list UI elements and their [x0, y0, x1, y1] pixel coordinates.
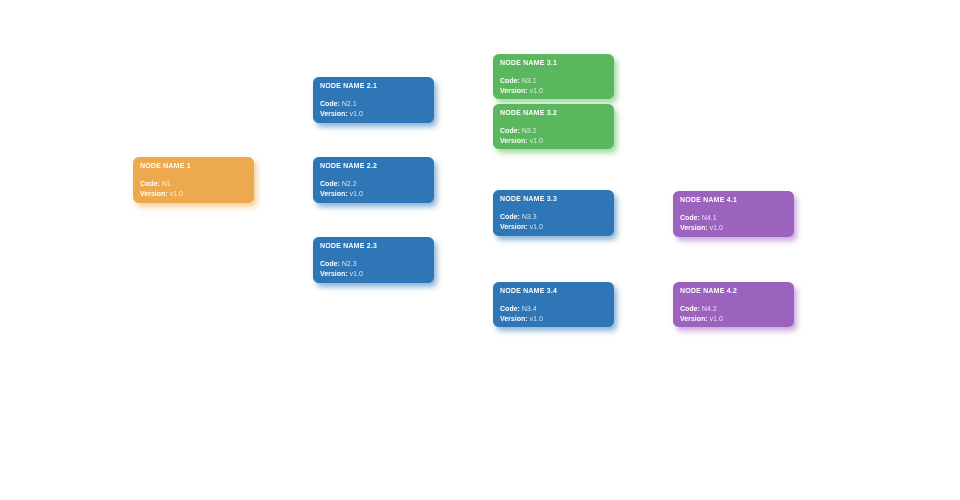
diagram-node-3-2[interactable]: NODE NAME 3.2 Code:N3.2 Version:v1.0 — [493, 104, 614, 149]
node-version-label: Version: — [320, 190, 348, 198]
node-version-line: Version:v1.0 — [680, 224, 787, 234]
node-version-value: v1.0 — [529, 315, 543, 323]
node-version-value: v1.0 — [529, 223, 543, 231]
node-code-value: N2.3 — [341, 261, 357, 268]
node-title: NODE NAME 3.1 — [500, 60, 558, 67]
node-title: NODE NAME 1 — [140, 163, 191, 170]
node-code-line: Code:N4.2 — [680, 305, 787, 315]
node-title: NODE NAME 2.3 — [320, 243, 378, 250]
node-version-label: Version: — [500, 315, 528, 323]
node-code-value: N3.4 — [521, 306, 537, 313]
diagram-node-2-1[interactable]: NODE NAME 2.1 Code:N2.1 Version:v1.0 — [313, 77, 434, 123]
node-code-label: Code: — [680, 306, 700, 313]
node-code-label: Code: — [500, 306, 520, 313]
diagram-node-4-2[interactable]: NODE NAME 4.2 Code:N4.2 Version:v1.0 — [673, 282, 794, 327]
node-code-label: Code: — [320, 101, 340, 108]
node-code-value: N2.2 — [341, 181, 357, 188]
node-version-line: Version:v1.0 — [320, 190, 427, 200]
node-version-line: Version:v1.0 — [500, 137, 607, 147]
node-title: NODE NAME 3.2 — [500, 110, 558, 117]
diagram-node-3-3[interactable]: NODE NAME 3.3 Code:N3.3 Version:v1.0 — [493, 190, 614, 236]
node-version-value: v1.0 — [349, 110, 363, 118]
node-code-line: Code:N1 — [140, 180, 247, 190]
node-version-line: Version:v1.0 — [680, 315, 787, 325]
node-code-value: N3.3 — [521, 214, 537, 221]
node-code-line: Code:N2.3 — [320, 260, 427, 270]
node-code-line: Code:N2.1 — [320, 100, 427, 110]
diagram-node-2-2[interactable]: NODE NAME 2.2 Code:N2.2 Version:v1.0 — [313, 157, 434, 203]
node-code-line: Code:N3.4 — [500, 305, 607, 315]
diagram-node-1[interactable]: NODE NAME 1 Code:N1 Version:v1.0 — [133, 157, 254, 203]
node-code-value: N1 — [161, 181, 171, 188]
node-code-value: N2.1 — [341, 101, 357, 108]
node-version-value: v1.0 — [169, 190, 183, 198]
node-code-label: Code: — [140, 181, 160, 188]
node-title: NODE NAME 2.1 — [320, 83, 378, 90]
node-version-label: Version: — [500, 137, 528, 145]
node-version-line: Version:v1.0 — [320, 270, 427, 280]
node-version-line: Version:v1.0 — [500, 315, 607, 325]
node-version-label: Version: — [320, 110, 348, 118]
node-code-label: Code: — [500, 128, 520, 135]
node-version-value: v1.0 — [349, 270, 363, 278]
node-code-label: Code: — [680, 215, 700, 222]
node-code-value: N4.1 — [701, 215, 717, 222]
node-code-line: Code:N4.1 — [680, 214, 787, 224]
node-version-value: v1.0 — [709, 224, 723, 232]
node-version-line: Version:v1.0 — [500, 223, 607, 233]
node-version-line: Version:v1.0 — [320, 110, 427, 120]
node-code-label: Code: — [500, 214, 520, 221]
node-title: NODE NAME 2.2 — [320, 163, 378, 170]
node-code-label: Code: — [320, 261, 340, 268]
node-version-value: v1.0 — [529, 137, 543, 145]
node-code-line: Code:N3.2 — [500, 127, 607, 137]
diagram-node-2-3[interactable]: NODE NAME 2.3 Code:N2.3 Version:v1.0 — [313, 237, 434, 283]
node-version-label: Version: — [500, 223, 528, 231]
node-version-label: Version: — [500, 87, 528, 95]
node-version-value: v1.0 — [529, 87, 543, 95]
node-version-label: Version: — [320, 270, 348, 278]
node-version-line: Version:v1.0 — [500, 87, 607, 97]
diagram-node-3-1[interactable]: NODE NAME 3.1 Code:N3.1 Version:v1.0 — [493, 54, 614, 99]
diagram-node-4-1[interactable]: NODE NAME 4.1 Code:N4.1 Version:v1.0 — [673, 191, 794, 237]
node-version-value: v1.0 — [349, 190, 363, 198]
node-code-label: Code: — [500, 78, 520, 85]
node-code-value: N4.2 — [701, 306, 717, 313]
node-code-line: Code:N3.3 — [500, 213, 607, 223]
node-code-value: N3.2 — [521, 128, 537, 135]
node-title: NODE NAME 4.1 — [680, 197, 738, 204]
node-version-label: Version: — [680, 315, 708, 323]
node-title: NODE NAME 3.4 — [500, 288, 558, 295]
diagram-node-3-4[interactable]: NODE NAME 3.4 Code:N3.4 Version:v1.0 — [493, 282, 614, 327]
node-title: NODE NAME 3.3 — [500, 196, 558, 203]
node-version-line: Version:v1.0 — [140, 190, 247, 200]
node-code-value: N3.1 — [521, 78, 537, 85]
node-code-line: Code:N3.1 — [500, 77, 607, 87]
node-version-value: v1.0 — [709, 315, 723, 323]
node-code-label: Code: — [320, 181, 340, 188]
node-title: NODE NAME 4.2 — [680, 288, 738, 295]
node-version-label: Version: — [140, 190, 168, 198]
node-code-line: Code:N2.2 — [320, 180, 427, 190]
node-version-label: Version: — [680, 224, 708, 232]
